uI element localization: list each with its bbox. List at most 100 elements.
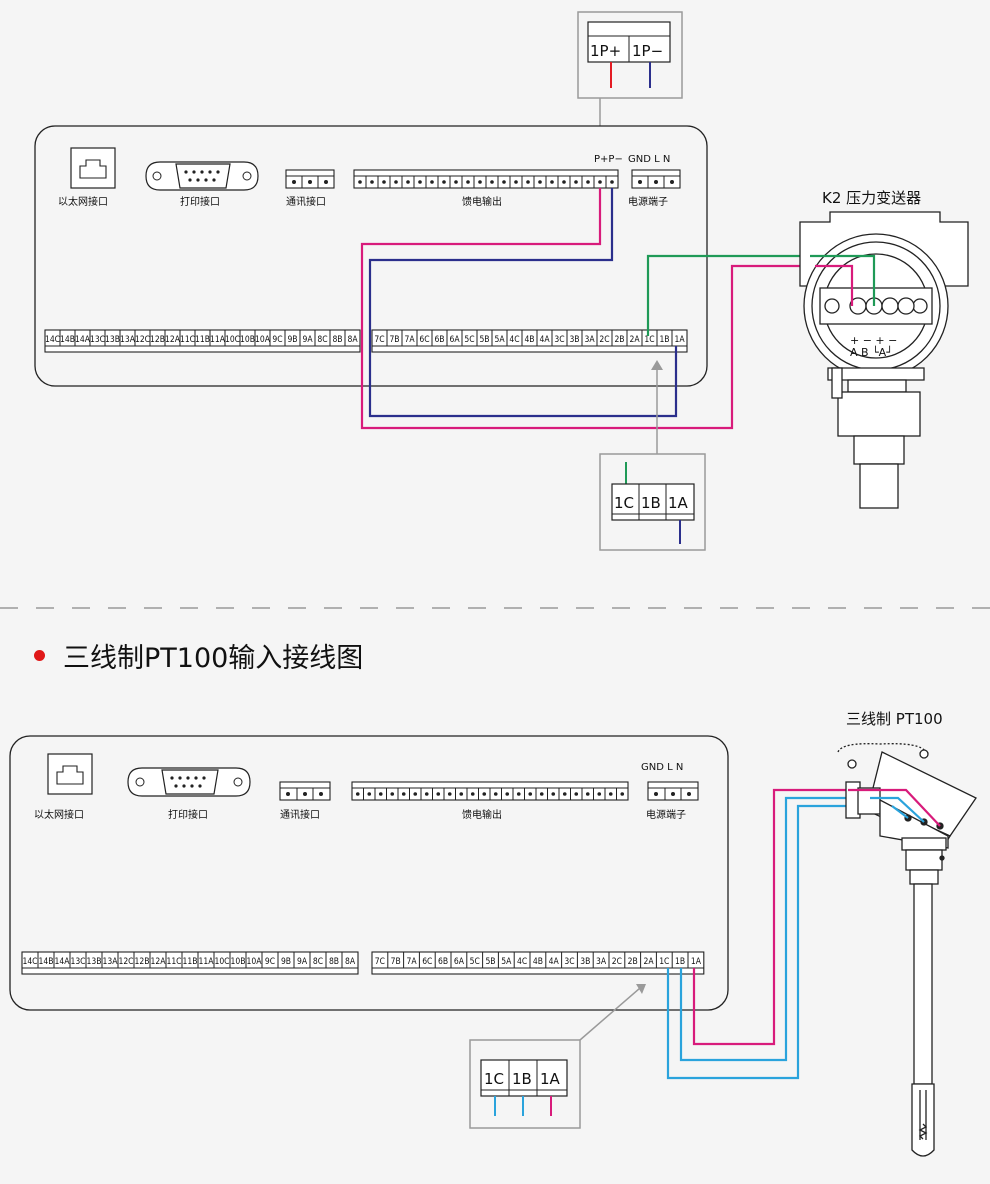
terminal-label: 6C [422, 957, 432, 967]
comm-terminal [279, 781, 331, 801]
terminal-label: 12A [165, 335, 181, 345]
terminal-label: 5A [501, 957, 512, 967]
terminal-label: 11A [199, 957, 215, 967]
terminal-label: 14B [39, 957, 54, 967]
label-feed: 馈电输出 [462, 195, 502, 208]
feed-terminal-dot [390, 792, 395, 796]
feed-terminal-dot [394, 180, 398, 184]
feed-terminal-dot [514, 180, 518, 184]
label-comm-2: 通讯接口 [280, 808, 320, 821]
terminal-label: 4A [549, 957, 560, 967]
feed-terminal-dot [355, 792, 360, 796]
terminal-label: 6C [419, 335, 429, 345]
terminal-label: 8C [313, 957, 323, 967]
terminal-label: 12B [135, 957, 150, 967]
transmitter-title: K2 压力变送器 [822, 189, 921, 207]
terminal-label: 4B [524, 335, 534, 345]
feed-top-labels: P+P− [594, 154, 623, 165]
terminal-label: 5C [470, 957, 480, 967]
terminal-label: 10C [214, 957, 229, 967]
terminal-label: 7A [406, 957, 417, 967]
ethernet-port-icon [70, 147, 116, 189]
terminal-label: 5B [479, 335, 489, 345]
terminal-label: 4C [509, 335, 519, 345]
terminal-label: 11C [166, 957, 181, 967]
feed-terminal-dot [574, 180, 578, 184]
feed-terminal-dot [490, 180, 494, 184]
terminal-label: 2B [628, 957, 638, 967]
power-terminal [631, 169, 681, 189]
pt100-sensor-icon [837, 743, 977, 1157]
terminal-label: 5B [485, 957, 495, 967]
feed-terminal-dot [454, 180, 458, 184]
label-ethernet: 以太网接口 [58, 195, 108, 208]
terminal-label: 7A [404, 335, 415, 345]
db9-port-icon [127, 767, 251, 797]
terminal-label: 14C [22, 957, 37, 967]
terminal-label: 13A [120, 335, 136, 345]
label-print: 打印接口 [180, 195, 220, 208]
callout-1c1b1a-bottom: 1C 1B 1A [469, 1039, 581, 1129]
terminal-label: 1A [674, 335, 685, 345]
feed-terminal-dot [562, 180, 566, 184]
feed-terminal-dot [466, 180, 470, 184]
label-power: 电源端子 [628, 195, 668, 208]
label-power-2: 电源端子 [646, 808, 686, 821]
terminal-label: 9C [272, 335, 282, 345]
terminal-label: 1C [644, 335, 654, 345]
terminal-label: 11C [180, 335, 195, 345]
terminal-label: 7C [374, 335, 384, 345]
terminal-label: 9C [265, 957, 275, 967]
transmitter-terminal-signs: + − + − [850, 334, 897, 347]
bullet-dot [34, 650, 45, 661]
feed-terminal-dot [574, 792, 579, 796]
terminal-label: 4B [533, 957, 543, 967]
wires-diagram-1 [360, 188, 815, 430]
feed-terminal-dot [550, 180, 554, 184]
feed-terminal-dot [502, 180, 506, 184]
terminal-label: 8B [329, 957, 339, 967]
feed-terminal-dot [562, 792, 567, 796]
terminal-label: 5C [464, 335, 474, 345]
transmitter-wires [810, 254, 876, 306]
section-heading: 三线制PT100输入接线图 [34, 636, 363, 675]
terminal-label: 2B [614, 335, 624, 345]
terminal-label: 1B [675, 957, 685, 967]
feed-terminal-dot [539, 792, 544, 796]
terminal-label: 3B [569, 335, 579, 345]
terminal-label: 6B [438, 957, 448, 967]
label-feed-2: 馈电输出 [462, 808, 502, 821]
feed-terminal-dot [597, 792, 602, 796]
terminal-label: 9B [287, 335, 297, 345]
terminal-label: 3A [584, 335, 595, 345]
feed-terminal-dot [551, 792, 556, 796]
ethernet-port-icon [47, 753, 93, 795]
feed-terminal-dot [413, 792, 418, 796]
terminal-label: 14C [45, 335, 60, 345]
feed-terminal-dot [620, 792, 625, 796]
terminal-label: 2C [599, 335, 609, 345]
feed-terminal-dot [493, 792, 498, 796]
terminal-label: 10C [225, 335, 240, 345]
terminal-label: 9A [297, 957, 308, 967]
terminal-label: 1C [659, 957, 669, 967]
terminal-label: 5A [494, 335, 505, 345]
callout-label-1a: 1A [668, 494, 689, 512]
feed-terminal-dot [610, 180, 614, 184]
terminal-label: 12C [118, 957, 133, 967]
feed-terminal-dot [538, 180, 542, 184]
label-comm: 通讯接口 [286, 195, 326, 208]
terminal-label: 14A [75, 335, 91, 345]
feed-terminal-dot [526, 180, 530, 184]
feed-terminal-dot [608, 792, 613, 796]
terminal-label: 1B [659, 335, 669, 345]
terminal-label: 13C [70, 957, 85, 967]
terminal-label: 10A [255, 335, 271, 345]
terminal-label: 14A [55, 957, 71, 967]
transmitter-terminal-sub: A B └A┘ [850, 345, 893, 359]
feed-terminal-dot [482, 792, 487, 796]
feed-terminal-dot [418, 180, 422, 184]
feed-terminal-dot [470, 792, 475, 796]
terminal-label: 2A [643, 957, 654, 967]
callout-label-1c: 1C [614, 494, 634, 512]
